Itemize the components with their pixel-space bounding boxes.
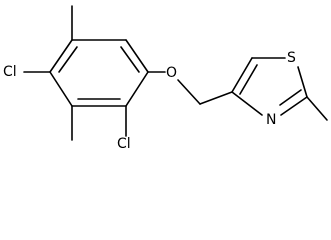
bond-ring-lower-left <box>49 71 73 107</box>
bond-s-c2 <box>297 66 308 98</box>
benzene-ring <box>49 39 149 107</box>
molecule-structure: Cl Cl O S N <box>3 5 328 152</box>
double-bond-c4-c5 <box>239 64 258 95</box>
bond-o-ch2 <box>177 79 201 105</box>
atom-nitrogen: N <box>266 112 276 128</box>
bond-ring-upper-left <box>49 39 73 73</box>
bond-c4-c5 <box>231 57 253 93</box>
atom-cl-lower: Cl <box>117 136 131 152</box>
atom-sulfur: S <box>287 50 296 66</box>
double-bond-c2-n <box>279 89 302 106</box>
atom-cl-upper: Cl <box>3 64 17 80</box>
bond-c2-n <box>280 96 308 116</box>
double-bond-ring-upper-right <box>120 46 140 73</box>
bond-n-c4 <box>231 91 263 116</box>
double-bond-ring-upper-left <box>58 46 78 73</box>
atom-oxygen: O <box>166 65 177 81</box>
bond-ring-upper-right <box>125 39 149 73</box>
bond-ring-lower-right <box>125 71 149 107</box>
bond-ch2-thiazole <box>199 91 233 105</box>
thiazole-ring <box>231 57 308 116</box>
bond-c2-methyl <box>306 96 328 121</box>
